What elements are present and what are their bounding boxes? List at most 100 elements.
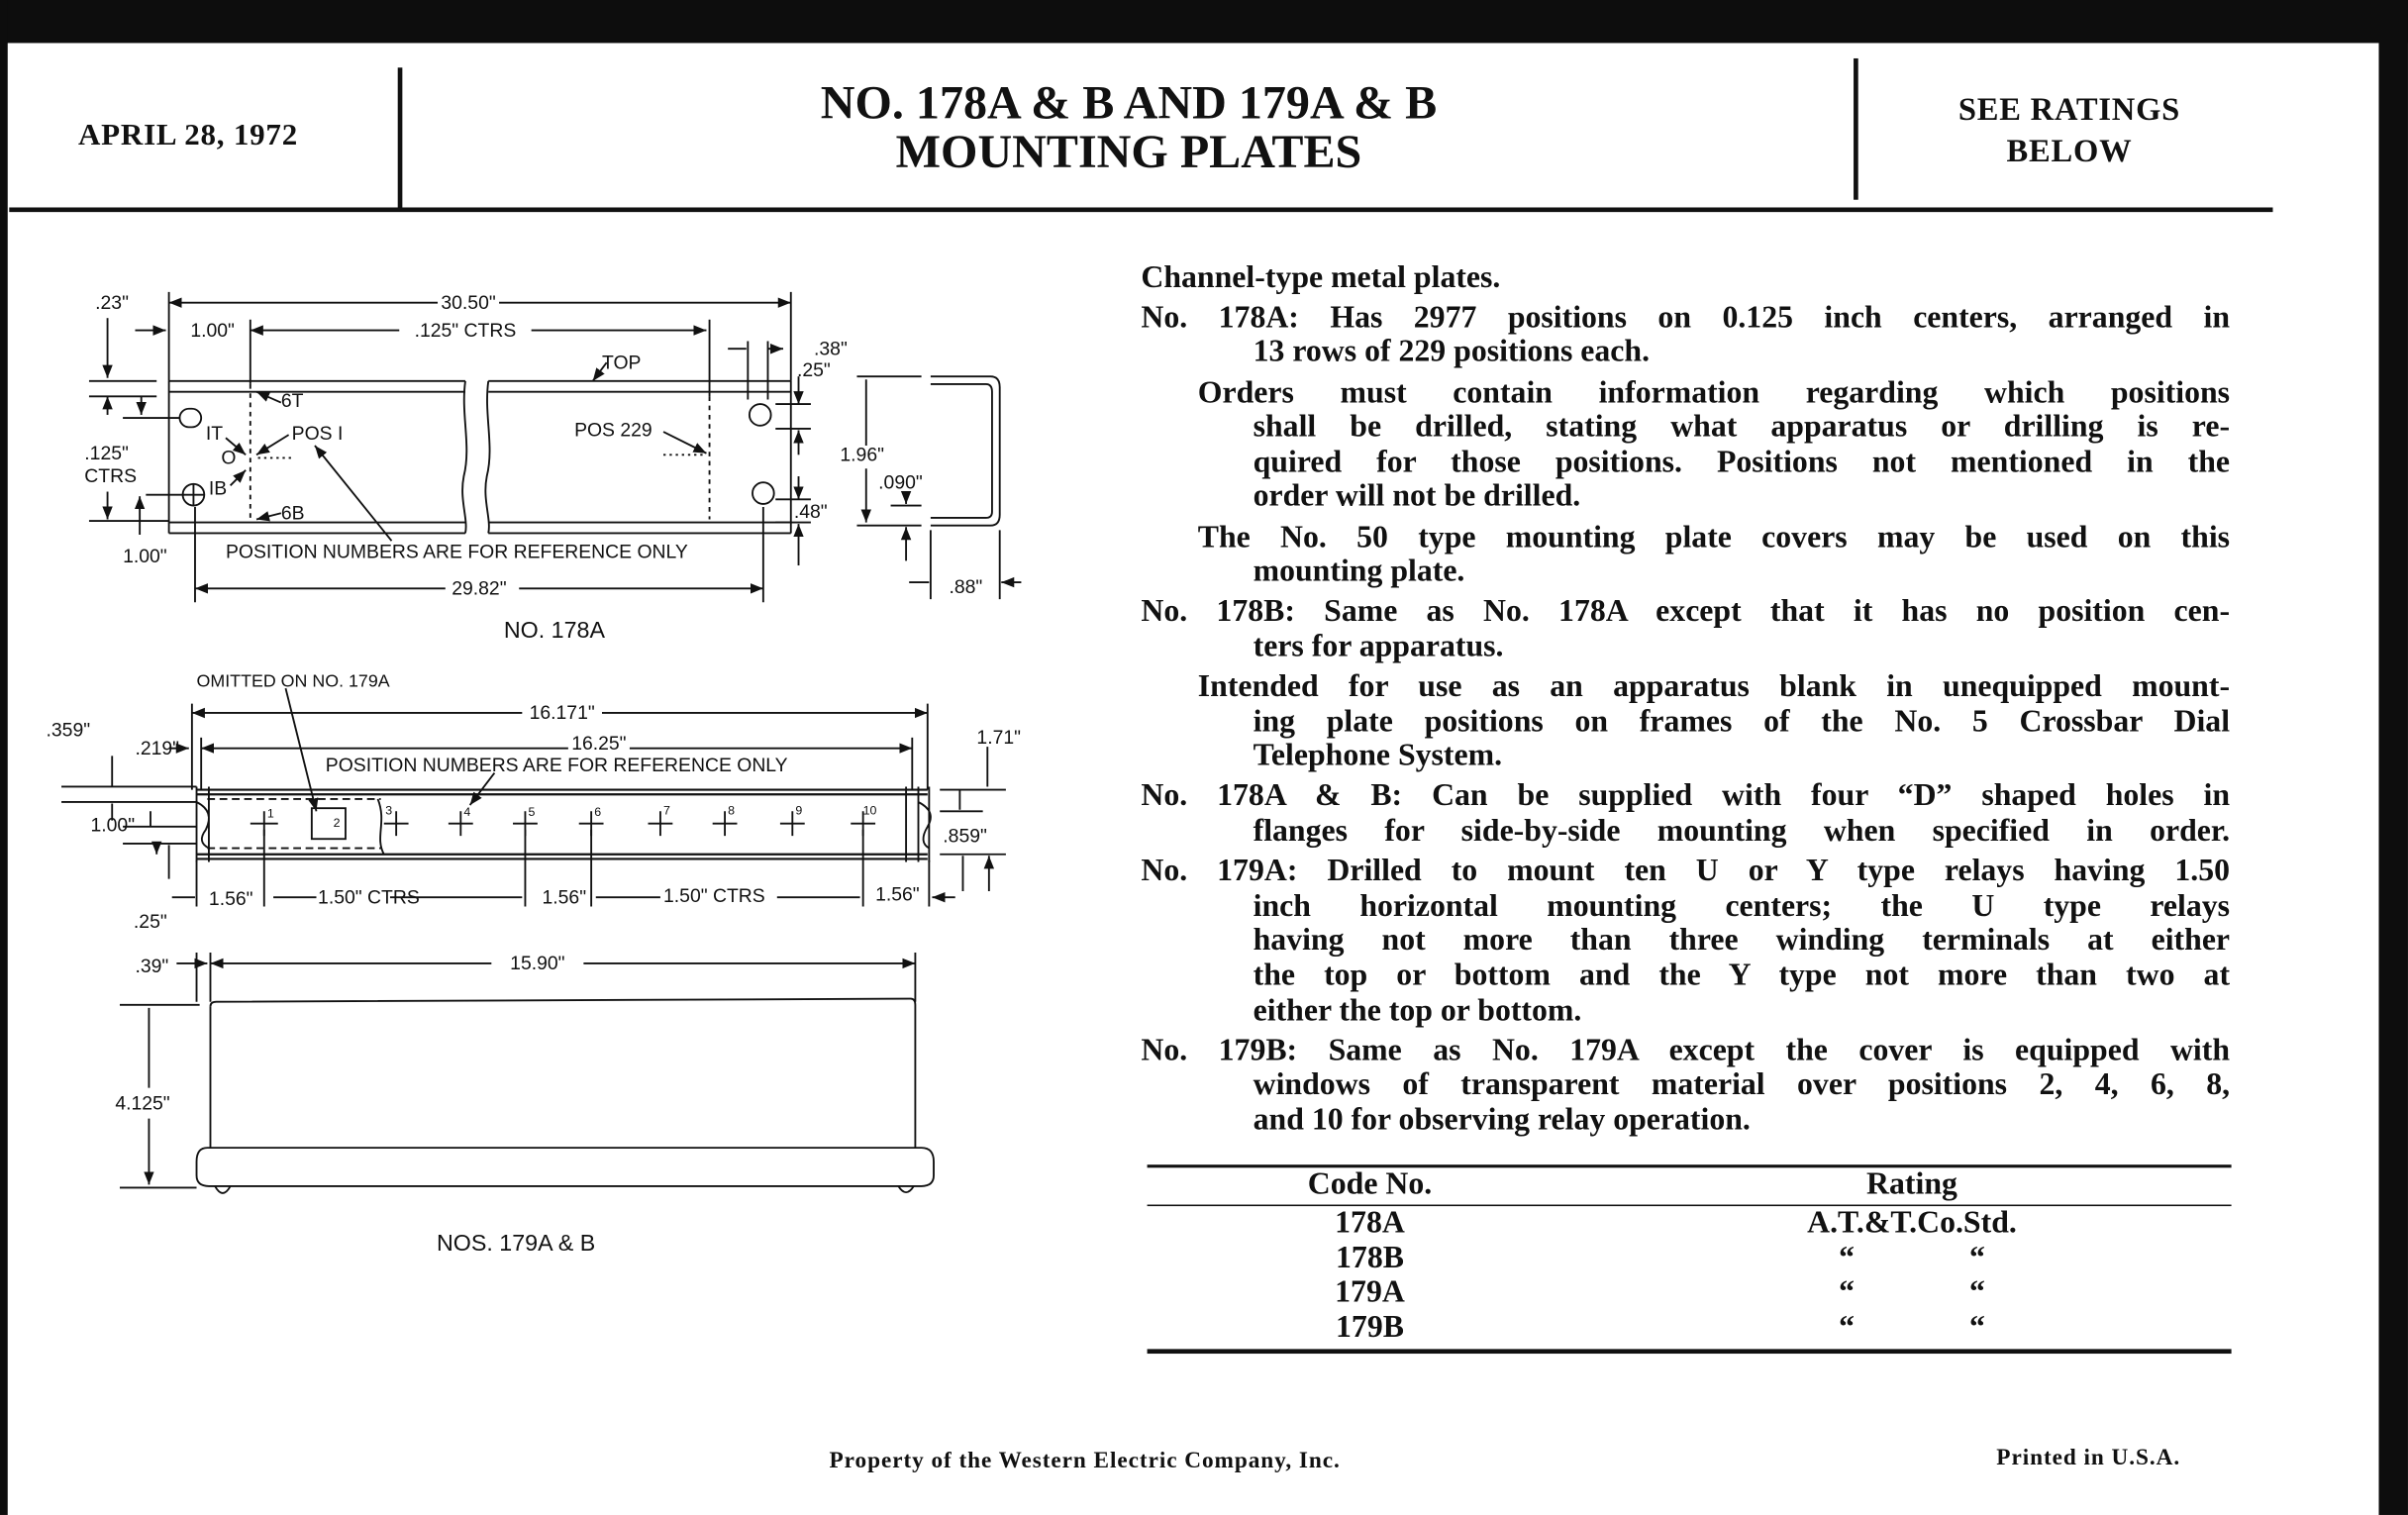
paragraph-orders: Orders must contain information regardin…: [1141, 375, 2230, 514]
dim-25: .25": [797, 359, 831, 381]
mounting-hole-top-right: [748, 403, 772, 427]
reference-note-179: POSITION NUMBERS ARE FOR REFERENCE ONLY: [326, 755, 788, 776]
label-6t: 6T: [281, 390, 304, 412]
dim-overall: 30.50": [441, 292, 495, 314]
dim-100: 1.00": [91, 814, 136, 836]
table-row: 178B ““: [1148, 1241, 2232, 1275]
text-line: 13 rows of 229 positions each.: [1253, 335, 1651, 369]
dim-4125: 4.125": [115, 1092, 169, 1114]
dim-38: .38": [814, 338, 848, 359]
position-4: 4: [463, 805, 470, 819]
table-row: 178A A.T.&T.Co.Std.: [1148, 1207, 2232, 1242]
code-cell: 179B: [1336, 1309, 1404, 1345]
position-3: 3: [385, 803, 392, 817]
drawing-178a: [88, 292, 1022, 602]
drawing-178a-labels: 30.50" 1.00" .125" CTRS .38" .23" TOP .2…: [84, 292, 982, 643]
position-5: 5: [529, 805, 536, 819]
text-line: inch horizontal mounting centers; the U …: [1253, 889, 2231, 924]
dim-219: .219": [135, 738, 179, 759]
text-line: No. 178A: Has 2977 positions on 0.125 in…: [1141, 300, 2231, 335]
plate-178a-left: [167, 379, 465, 535]
paragraph-intro: Channel-type metal plates.: [1141, 260, 2230, 295]
cover-outline: [209, 997, 917, 1149]
column-header-rating: Rating: [1866, 1167, 1957, 1202]
label-o: O: [221, 448, 236, 469]
text-line: Telephone System.: [1253, 739, 1503, 773]
ditto-mark: “: [1839, 1241, 1856, 1275]
text-line: quired for those positions. Positions no…: [1253, 445, 2231, 479]
page-title-line2: MOUNTING PLATES: [895, 124, 1362, 178]
mounting-hole-top-left: [178, 407, 203, 429]
scan-border-top: [0, 0, 2408, 44]
dim-ctrs: .125" CTRS: [415, 320, 517, 342]
text-line: ters for apparatus.: [1253, 630, 1504, 664]
code-cell: 178A: [1335, 1206, 1405, 1241]
ratings-note-line1: SEE RATINGS: [1957, 90, 2181, 128]
cover-feet: [214, 1185, 915, 1194]
dim-196: 1.96": [840, 445, 884, 466]
dim-2982: 29.82": [452, 578, 506, 600]
position-rows: [257, 454, 707, 459]
code-cell: 178B: [1336, 1241, 1404, 1275]
dim-16171: 16.171": [530, 702, 595, 724]
drawing-179-top: [61, 687, 1006, 1194]
reference-note-178a: POSITION NUMBERS ARE FOR REFERENCE ONLY: [226, 541, 688, 562]
caption-178a: NO. 178A: [504, 617, 606, 643]
issue-date: APRIL 28, 1972: [78, 118, 298, 152]
page-title: NO. 178A & B AND 179A & B MOUNTING PLATE…: [614, 75, 1643, 178]
text-line: No. 179B: Same as No. 179A except the co…: [1141, 1034, 2231, 1068]
scan-border-left: [0, 0, 8, 1515]
page-title-line1: NO. 178A & B AND 179A & B: [820, 75, 1438, 130]
omitted-window: [310, 807, 347, 841]
position-9: 9: [795, 803, 802, 817]
position-1: 1: [267, 807, 274, 821]
dim-ctrs-vertical: CTRS: [84, 465, 137, 487]
table-header-row: Code No. Rating: [1148, 1167, 2232, 1202]
text-line: having not more than three winding termi…: [1253, 924, 2231, 959]
table-rule-header: [1147, 1205, 2232, 1207]
text-line: The No. 50 type mounting plate covers ma…: [1197, 520, 2231, 555]
paragraph-covers: The No. 50 type mounting plate covers ma…: [1141, 520, 2230, 589]
paragraph-179b: No. 179B: Same as No. 179A except the co…: [1141, 1034, 2230, 1138]
mounting-hole-bottom-right: [752, 481, 775, 505]
footer-property: Property of the Western Electric Company…: [829, 1449, 1341, 1474]
dim-1590: 15.90": [510, 953, 564, 974]
drawing-179-labels: OMITTED ON NO. 179A 16.171" .359" .219" …: [47, 671, 1022, 1256]
ditto-mark: “: [1839, 1309, 1856, 1345]
paragraph-178b: No. 178B: Same as No. 178A except that i…: [1141, 595, 2230, 664]
column-header-code: Code No.: [1307, 1167, 1433, 1202]
text-line: Intended for use as an apparatus blank i…: [1197, 669, 2231, 704]
text-line: ing plate positions on frames of the No.…: [1253, 704, 2231, 739]
dim-25: .25": [134, 911, 167, 933]
position-6: 6: [594, 805, 601, 819]
paragraph-178a: No. 178A: Has 2977 positions on 0.125 in…: [1141, 301, 2230, 370]
label-1t: IT: [206, 423, 223, 445]
text-line: No. 178A & B: Can be supplied with four …: [1141, 779, 2231, 814]
label-6b: 6B: [281, 502, 305, 524]
code-cell: 179A: [1335, 1275, 1405, 1310]
label-pos229: POS 229: [574, 420, 652, 442]
position-numbers: 1 2 3 4 5 6 7 8 9 10: [267, 803, 877, 829]
text-line: the top or bottom and the Y type not mor…: [1253, 959, 2231, 993]
dim-left-offset: 1.00": [190, 320, 235, 342]
dim-39: .39": [135, 956, 168, 977]
scan-border-right: [2378, 0, 2408, 1515]
table-row: 179A ““: [1148, 1275, 2232, 1310]
label-pos1: POS I: [292, 423, 344, 445]
dim-48: .48": [794, 501, 828, 523]
dim-156-b: 1.56": [543, 886, 587, 908]
dim-88: .88": [950, 576, 983, 598]
rating-cell-ditto: ““: [1592, 1310, 2231, 1345]
header-divider-right: [1854, 57, 1858, 200]
ditto-mark: “: [1968, 1309, 1985, 1345]
table-rule-top: [1147, 1164, 2232, 1168]
position-8: 8: [728, 803, 735, 817]
plate-178a-right: [488, 379, 792, 535]
dim-859: .859": [943, 825, 987, 847]
label-1b: IB: [209, 478, 227, 500]
hole-crosshair: [182, 483, 205, 506]
position-10: 10: [863, 803, 877, 817]
footer-printed: Printed in U.S.A.: [1996, 1446, 2181, 1470]
position-2: 2: [334, 816, 341, 830]
